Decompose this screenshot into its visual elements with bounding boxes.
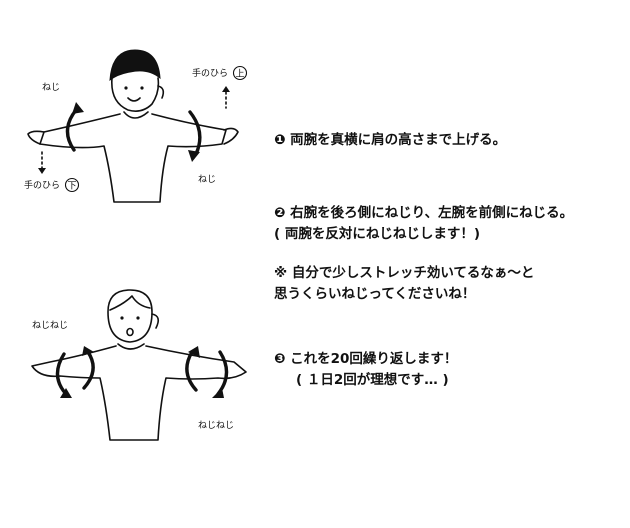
dots-down-head	[38, 168, 46, 174]
eye-right	[140, 86, 144, 90]
twist-arrow-right-outer	[216, 350, 229, 396]
twist-arrow-right-inner-head	[188, 346, 200, 358]
twist-arrow-right	[188, 110, 202, 156]
smile	[127, 97, 141, 102]
label-palm-up-mark: 上	[236, 69, 245, 80]
twist-arrow-left-inner	[82, 350, 95, 390]
label-palm-up: 手のひら	[192, 67, 228, 79]
twist-arrow-right-head	[188, 150, 200, 162]
head	[107, 289, 153, 343]
palm-up-circle	[232, 65, 248, 81]
label-palm-down: 手のひら	[24, 179, 60, 191]
eye-left	[120, 316, 124, 320]
twist-arrow-right-inner	[185, 350, 198, 392]
step-3-line-2: ( １日2回が理想です… )	[296, 372, 449, 388]
collar	[123, 111, 149, 119]
hand-right	[223, 127, 239, 145]
figure-top-drawing: ねじ ねじ 手のひら 上 手のひら 下	[24, 49, 248, 203]
twist-arrow-left-head	[72, 102, 84, 114]
eye-left	[124, 86, 128, 90]
illustration-arm-twist-top: ねじ ねじ 手のひら 上 手のひら 下	[20, 40, 260, 215]
face	[111, 77, 160, 112]
label-twist-right: ねじ	[198, 174, 216, 185]
twist-arrow-left	[65, 108, 78, 152]
step-3-number: ❸	[274, 351, 286, 367]
step-1: ❶ 両腕を真横に肩の高さまで上げる。	[274, 130, 506, 151]
note-line-2: 思うくらいねじってくださいね！	[274, 286, 476, 302]
mouth	[126, 327, 134, 337]
palm-down-circle	[64, 177, 80, 193]
torso-arms	[31, 345, 247, 441]
step-2-line-2: ( 両腕を反対にねじねじします！)	[274, 226, 481, 242]
hair	[109, 49, 161, 82]
label-twist-left: ねじねじ	[32, 320, 68, 331]
step-3-line-1: これを20回繰り返します！	[290, 351, 458, 367]
dots-up-head	[222, 86, 230, 92]
step-2: ❷ 右腕を後ろ側にねじり、左腕を前側にねじる。 ( 両腕を反対にねじねじします！…	[274, 203, 573, 245]
step-2-line-1: 右腕を後ろ側にねじり、左腕を前側にねじる。	[290, 205, 574, 221]
collar	[117, 343, 145, 350]
step-3: ❸ これを20回繰り返します！ ( １日2回が理想です… )	[274, 349, 457, 391]
step-1-text: 両腕を真横に肩の高さまで上げる。	[290, 132, 507, 148]
illustration-arm-twist-bottom: ねじねじ ねじねじ	[20, 280, 260, 460]
ear	[157, 85, 165, 99]
label-twist-right: ねじねじ	[198, 420, 234, 431]
step-1-number: ❶	[274, 132, 286, 148]
eye-right	[136, 316, 140, 320]
hand-left	[27, 130, 45, 145]
note-line-1: ※ 自分で少しストレッチ効いてるなぁ〜と	[274, 265, 535, 281]
label-palm-down-mark: 下	[68, 182, 77, 192]
step-note: ※ 自分で少しストレッチ効いてるなぁ〜と 思うくらいねじってくださいね！	[274, 263, 534, 305]
twist-arrow-left-inner-head	[82, 346, 94, 356]
step-2-number: ❷	[274, 205, 286, 221]
twist-arrow-right-outer-head	[212, 388, 224, 398]
twist-arrow-left-outer-head	[60, 388, 72, 398]
label-twist-left: ねじ	[42, 82, 60, 93]
bun	[151, 313, 160, 329]
bangs	[109, 295, 151, 311]
twist-arrow-left-outer	[55, 352, 68, 396]
figure-bottom-drawing: ねじねじ ねじねじ	[31, 289, 247, 441]
